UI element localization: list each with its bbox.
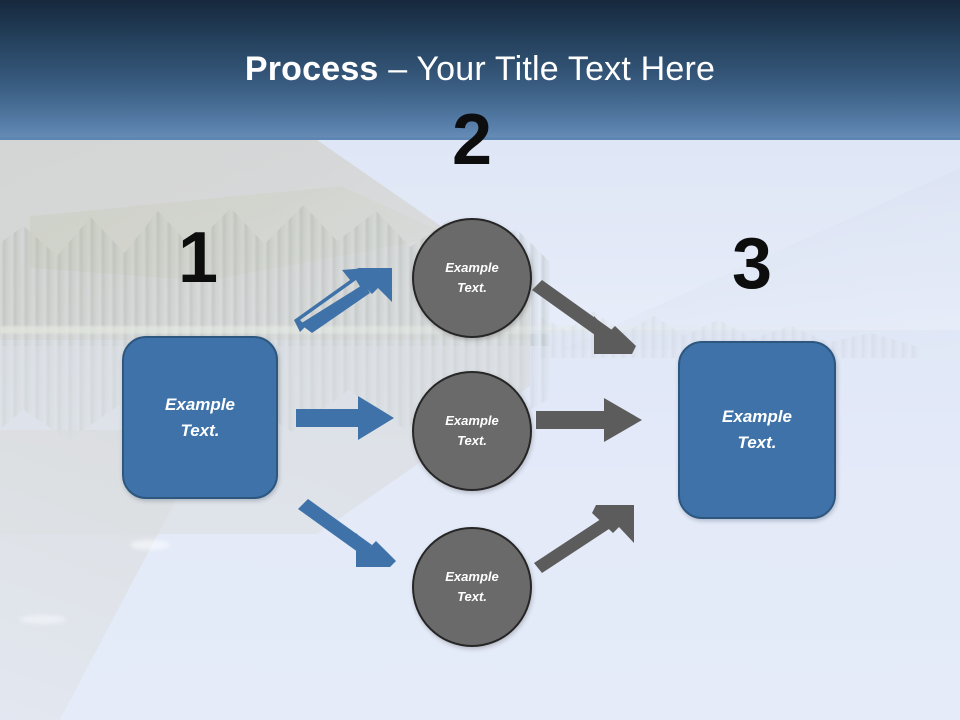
input-box[interactable]: Example Text. [122, 336, 278, 499]
stage-circle-bottom-line-1: Example [445, 569, 499, 584]
background-snow-patch [130, 540, 170, 550]
stage-circle-middle-line-1: Example [445, 413, 499, 428]
arrow-in-middle-icon [296, 396, 396, 440]
step-number-1: 1 [177, 218, 219, 298]
stage-circle-bottom[interactable]: Example Text. [412, 527, 532, 647]
input-box-text: Example Text. [165, 392, 235, 444]
stage-circle-bottom-text: Example Text. [445, 567, 498, 607]
stage-circle-middle[interactable]: Example Text. [412, 371, 532, 491]
background-snow-patch [20, 615, 66, 624]
page-title-light: Your Title Text Here [416, 50, 716, 88]
step-number-3: 3 [731, 224, 773, 304]
stage-circle-top-line-1: Example [445, 260, 499, 275]
input-box-line-1: Example [165, 394, 235, 414]
arrow-out-middle-icon [536, 398, 644, 442]
page-title: Process – Your Title Text Here [0, 50, 960, 89]
arrow-out-up-icon [534, 505, 644, 573]
stage-circle-middle-line-2: Text. [457, 433, 487, 448]
title-band [0, 0, 960, 140]
stage-circle-bottom-line-2: Text. [457, 589, 487, 604]
stage-circle-top[interactable]: Example Text. [412, 218, 532, 338]
title-band-rule [0, 137, 960, 140]
arrow-in-up-icon [294, 268, 400, 334]
output-box[interactable]: Example Text. [678, 341, 836, 519]
page-title-separator: – [378, 50, 417, 88]
arrow-in-down-icon [298, 499, 398, 571]
arrow-out-down-icon [532, 280, 642, 356]
stage-circle-top-text: Example Text. [445, 258, 498, 298]
stage-circle-middle-text: Example Text. [445, 411, 498, 451]
page-title-bold: Process [244, 50, 379, 88]
output-box-line-2: Text. [737, 433, 777, 452]
output-box-line-1: Example [722, 407, 792, 426]
stage-circle-top-line-2: Text. [457, 280, 487, 295]
input-box-line-2: Text. [180, 420, 220, 440]
step-number-2: 2 [451, 100, 493, 180]
output-box-text: Example Text. [722, 404, 792, 456]
